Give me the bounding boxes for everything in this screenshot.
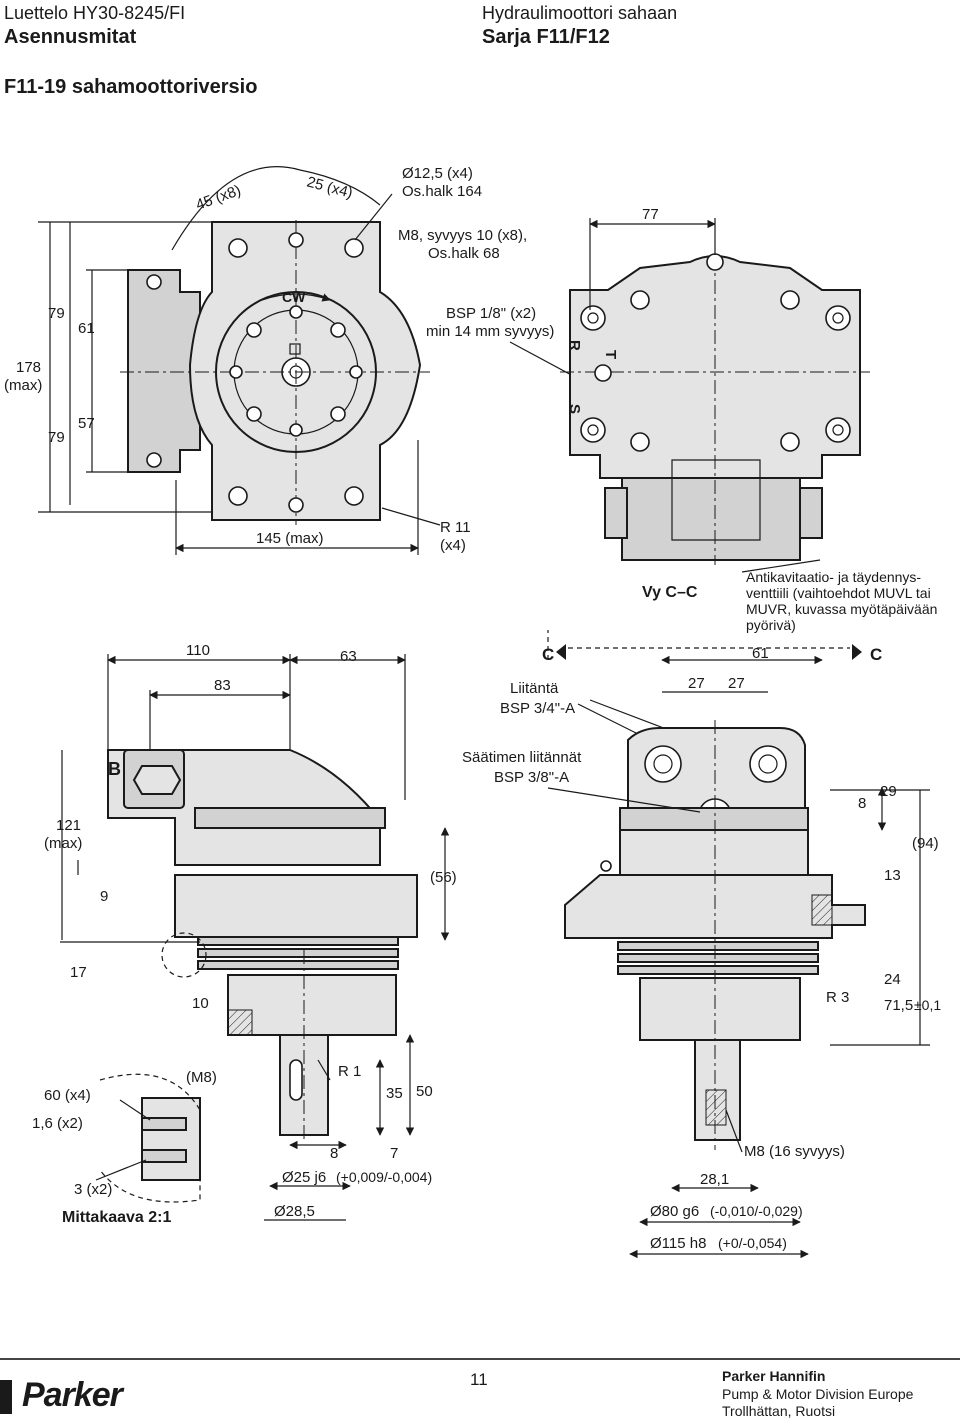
company-info: Parker Hannifin Pump & Motor Division Eu…: [722, 1368, 913, 1421]
dim-79a: 79: [48, 305, 65, 322]
valve-note-1: Antikavitaatio- ja täydennys-: [746, 569, 921, 585]
dim-63: 63: [340, 648, 357, 665]
dim-24: 24: [884, 971, 901, 988]
saatimen-bsp: BSP 3/8"-A: [494, 769, 569, 786]
dim-56: (56): [430, 869, 457, 886]
port-b: B: [108, 759, 121, 779]
section-cc-view: Liitäntä BSP 3/4"-A 61 27 27 Säätimen li…: [462, 645, 941, 1259]
page-number: 11: [470, 1370, 488, 1389]
section-vy-cc: Vy C–C: [642, 584, 698, 601]
hole-pcd: Os.halk 164: [402, 183, 482, 200]
dim-16: 1,6 (x2): [32, 1115, 83, 1132]
liitanta-label: Liitäntä: [510, 680, 559, 697]
m8-16-note: M8 (16 syvyys): [744, 1143, 845, 1160]
dim-10: 10: [192, 995, 209, 1012]
dim-83: 83: [214, 677, 231, 694]
dim-9: 9: [100, 888, 108, 905]
dim-79b: 79: [48, 429, 65, 446]
saatimen-label: Säätimen liitännät: [462, 749, 582, 766]
dim-r1: R 1: [338, 1063, 361, 1080]
dim-27a: 27: [688, 675, 705, 692]
detail-view: 60 (x4) 1,6 (x2) 3 (x2) Mittakaava 2:1: [32, 1073, 201, 1226]
port-t: T: [602, 350, 619, 359]
thread-pcd: Os.halk 68: [428, 245, 500, 262]
dim-d80: Ø80 g6: [650, 1203, 699, 1220]
r11-label: R 11: [440, 519, 471, 536]
dim-d285: Ø28,5: [274, 1203, 315, 1220]
dim-61b: 61: [752, 645, 769, 662]
dim-29: 29: [880, 783, 897, 800]
dim-61: 61: [78, 320, 95, 337]
parker-logo: Parker: [22, 1376, 123, 1414]
dim-281: 28,1: [700, 1171, 729, 1188]
side-view: 110 63 83 B 121 (max) 9 (56) 17 10 (M8): [44, 642, 457, 1221]
dim-121: 121: [56, 817, 81, 834]
dim-d115-tol: (+0/-0,054): [718, 1235, 787, 1251]
dim-3: 3 (x2): [74, 1181, 112, 1198]
cut-c-right: C: [870, 645, 882, 664]
front-view: CW 45 (x8) 25 (x4) Ø12,5 (x4) Os.halk 16…: [4, 165, 591, 555]
valve-note-2: venttiili (vaihtoehdot MUVL tai: [746, 585, 931, 601]
dim-8: 8: [858, 795, 866, 812]
dim-178-max: (max): [4, 377, 42, 394]
dim-8b: 8: [330, 1145, 338, 1162]
dim-7: 7: [390, 1145, 398, 1162]
dim-94: (94): [912, 835, 939, 852]
dim-13: 13: [884, 867, 901, 884]
scale-note: Mittakaava 2:1: [62, 1209, 171, 1226]
dim-77: 77: [642, 206, 659, 223]
series-title: Sarja F11/F12: [482, 26, 610, 48]
dim-178: 178: [16, 359, 41, 376]
rear-view: R T S 77: [560, 206, 870, 565]
doc-code: Luettelo HY30-8245/FI: [4, 3, 186, 23]
dim-d25-tol: (+0,009/-0,004): [336, 1169, 432, 1185]
valve-note-3: MUVR, kuvassa myötäpäivään: [746, 601, 937, 617]
port-s: S: [566, 404, 583, 414]
product-title: Hydraulimoottori sahaan: [482, 3, 678, 23]
dim-27b: 27: [728, 675, 745, 692]
dim-17: 17: [70, 964, 87, 981]
thread-note: M8, syvyys 10 (x8),: [398, 227, 527, 244]
dim-r3: R 3: [826, 989, 849, 1006]
hole-dia: Ø12,5 (x4): [402, 165, 473, 182]
liitanta-bsp: BSP 3/4"-A: [500, 700, 575, 717]
company-name: Parker Hannifin: [722, 1368, 826, 1384]
dim-71-tol: ±0,1: [914, 997, 941, 1013]
company-division: Pump & Motor Division Europe: [722, 1385, 914, 1402]
dim-71: 71,5: [884, 997, 913, 1014]
dim-45x8: 45 (x8): [194, 182, 244, 214]
dim-60: 60 (x4): [44, 1087, 91, 1104]
port-r: R: [566, 340, 583, 351]
page-title: F11-19 sahamoottoriversio: [4, 76, 258, 98]
dim-m8: (M8): [186, 1069, 217, 1086]
r11-x4: (x4): [440, 537, 466, 554]
dim-110: 110: [186, 642, 210, 659]
dim-50: 50: [416, 1083, 433, 1100]
cw-label: CW: [282, 289, 306, 305]
dim-35: 35: [386, 1085, 403, 1102]
dim-d25: Ø25 j6: [282, 1169, 326, 1186]
dim-121-max: (max): [44, 835, 82, 852]
footer-rule: [0, 1358, 960, 1360]
dim-145: 145 (max): [256, 530, 324, 547]
section-title: Asennusmitat: [4, 26, 137, 48]
company-location: Trollhättan, Ruotsi: [722, 1403, 836, 1419]
dim-d80-tol: (-0,010/-0,029): [710, 1203, 803, 1219]
bsp18-depth: min 14 mm syvyys): [426, 323, 554, 340]
bsp18-label: BSP 1/8" (x2): [446, 305, 536, 322]
parker-logo-bar: [0, 1380, 12, 1414]
dim-57: 57: [78, 415, 95, 432]
valve-note-4: pyörivä): [746, 617, 796, 633]
dim-d115: Ø115 h8: [650, 1235, 706, 1252]
cut-c-left: C: [542, 645, 554, 664]
